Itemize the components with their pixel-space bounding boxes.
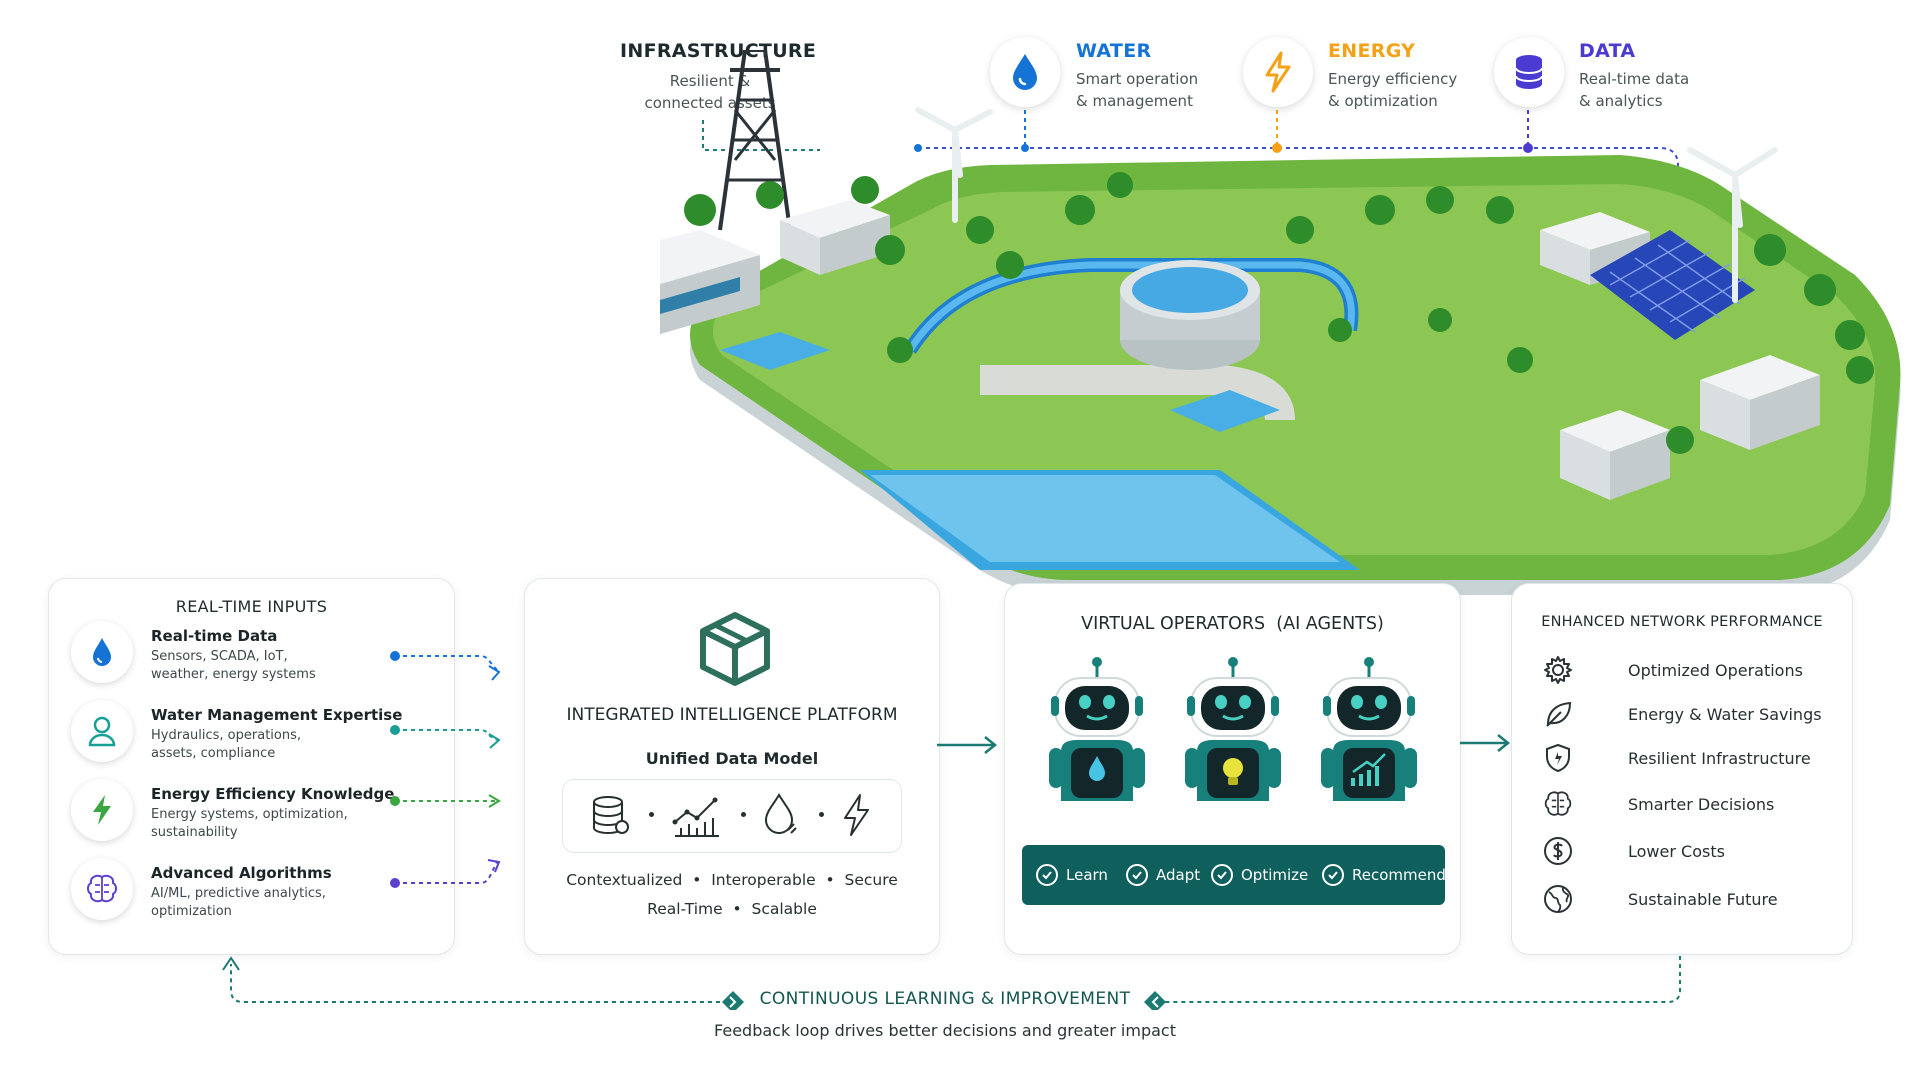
data-desc-line1: Real-time data	[1579, 70, 1690, 88]
input-desc-line2: optimization	[151, 904, 232, 919]
data-desc-line2: & analytics	[1579, 92, 1663, 110]
smart-infrastructure-illustration	[660, 50, 1901, 595]
realtime-inputs-panel: REAL-TIME INPUTS Real-time Data Sensors,…	[48, 578, 455, 955]
chip-label: Optimize	[1241, 866, 1309, 884]
network-performance-title: ENHANCED NETWORK PERFORMANCE	[1541, 614, 1823, 630]
water-desc-line1: Smart operation	[1076, 70, 1199, 88]
platform-title: INTEGRATED INTELLIGENCE PLATFORM	[566, 705, 898, 725]
energy-desc-line2: & optimization	[1328, 92, 1438, 110]
network-performance-panel: ENHANCED NETWORK PERFORMANCE Optimized O…	[1511, 583, 1853, 955]
perf-item-optimized-operations: Optimized Operations	[1542, 654, 1832, 686]
database-icon	[591, 794, 631, 843]
chip-adapt: Adapt	[1126, 845, 1200, 905]
agent-capabilities-bar: Learn Adapt Optimize Recommend	[1022, 845, 1446, 905]
robot-water-agent	[1047, 656, 1147, 811]
lightning-icon	[839, 792, 875, 843]
input-desc-line1: Hydraulics, operations,	[151, 728, 302, 743]
separator-dot	[741, 812, 746, 817]
input-desc-line1: AI/ML, predictive analytics,	[151, 886, 326, 901]
gear-icon	[1542, 654, 1574, 686]
infrastructure-desc-line1: Resilient &	[669, 72, 751, 90]
realtime-inputs-title: REAL-TIME INPUTS	[175, 597, 328, 616]
chip-label: Recommend	[1352, 866, 1446, 884]
intelligence-platform-panel: INTEGRATED INTELLIGENCE PLATFORM Unified…	[524, 578, 940, 955]
platform-tags-line2: Real-Time • Scalable	[647, 900, 817, 918]
perf-label: Resilient Infrastructure	[1628, 749, 1811, 768]
water-desc-line2: & management	[1076, 92, 1193, 110]
feedback-loop-title: CONTINUOUS LEARNING & IMPROVEMENT	[759, 989, 1131, 1009]
energy-label: ENERGY Energy efficiency & optimization	[1328, 40, 1478, 112]
chip-label: Learn	[1066, 866, 1108, 884]
perf-item-smarter-decisions: Smarter Decisions	[1542, 788, 1832, 820]
input-desc-line1: Energy systems, optimization,	[151, 807, 348, 822]
input-title: Energy Efficiency Knowledge	[151, 785, 395, 803]
person-icon	[71, 700, 133, 762]
chart-icon	[671, 794, 721, 843]
arrow-operators-to-performance	[1460, 734, 1511, 752]
perf-label: Energy & Water Savings	[1628, 705, 1822, 724]
lightning-icon	[71, 779, 133, 841]
perf-item-sustainable-future: Sustainable Future	[1542, 883, 1832, 915]
robot-energy-agent	[1183, 656, 1283, 811]
input-title: Real-time Data	[151, 627, 278, 645]
input-arrows	[390, 651, 501, 888]
perf-item-lower-costs: Lower Costs	[1542, 835, 1832, 867]
globe-icon	[1542, 883, 1574, 915]
chip-optimize: Optimize	[1211, 845, 1308, 905]
check-icon	[1126, 864, 1148, 886]
input-desc-line1: Sensors, SCADA, IoT,	[151, 649, 288, 664]
separator-dot	[819, 812, 824, 817]
feedback-loop-subtitle: Feedback loop drives better decisions an…	[714, 1021, 1176, 1040]
check-icon	[1322, 864, 1344, 886]
water-label: WATER Smart operation & management	[1076, 40, 1226, 112]
input-item-water-expertise: Water Management Expertise Hydraulics, o…	[71, 700, 461, 772]
perf-label: Smarter Decisions	[1628, 795, 1775, 814]
input-desc-line2: assets, compliance	[151, 746, 276, 761]
input-item-advanced-algorithms: Advanced Algorithms AI/ML, predictive an…	[71, 858, 461, 930]
perf-label: Optimized Operations	[1628, 661, 1803, 680]
input-title: Water Management Expertise	[151, 706, 403, 724]
separator-dot	[649, 812, 654, 817]
arrow-platform-to-operators	[937, 736, 998, 754]
leaf-icon	[1542, 698, 1574, 730]
input-title: Advanced Algorithms	[151, 864, 332, 882]
energy-title: ENERGY	[1328, 40, 1416, 62]
database-icon	[1494, 37, 1564, 107]
check-icon	[1036, 864, 1058, 886]
perf-label: Lower Costs	[1628, 842, 1725, 861]
platform-icon-strip	[562, 779, 902, 853]
platform-subtitle: Unified Data Model	[645, 749, 819, 768]
input-desc-line2: sustainability	[151, 825, 238, 840]
chip-label: Adapt	[1156, 866, 1201, 884]
shield-icon	[1542, 742, 1574, 774]
water-title: WATER	[1076, 40, 1152, 62]
brain-icon	[1542, 788, 1574, 820]
chip-learn: Learn	[1036, 845, 1108, 905]
platform-cube-icon	[695, 609, 775, 694]
energy-desc-line1: Energy efficiency	[1328, 70, 1458, 88]
water-drop-icon	[71, 621, 133, 683]
robot-data-agent	[1319, 656, 1419, 811]
brain-icon	[71, 858, 133, 920]
feedback-loop-line	[222, 956, 1681, 1010]
perf-label: Sustainable Future	[1628, 890, 1778, 909]
input-desc-line2: weather, energy systems	[151, 667, 316, 682]
dollar-icon	[1542, 835, 1574, 867]
water-drop-icon	[990, 37, 1060, 107]
virtual-operators-title: VIRTUAL OPERATORS (AI AGENTS)	[1081, 614, 1384, 634]
chip-recommend: Recommend	[1322, 845, 1446, 905]
input-item-realtime-data: Real-time Data Sensors, SCADA, IoT, weat…	[71, 621, 461, 693]
lightning-icon	[1243, 37, 1313, 107]
data-title: DATA	[1579, 40, 1636, 62]
data-label: DATA Real-time data & analytics	[1579, 40, 1729, 112]
check-icon	[1211, 864, 1233, 886]
perf-item-resilient-infrastructure: Resilient Infrastructure	[1542, 742, 1832, 774]
perf-item-energy-water-savings: Energy & Water Savings	[1542, 698, 1832, 730]
platform-tags-line1: Contextualized • Interoperable • Secure	[566, 871, 898, 889]
virtual-operators-panel: VIRTUAL OPERATORS (AI AGENTS)	[1004, 583, 1461, 955]
input-item-energy-knowledge: Energy Efficiency Knowledge Energy syste…	[71, 779, 461, 851]
water-drop-icon	[761, 792, 801, 843]
